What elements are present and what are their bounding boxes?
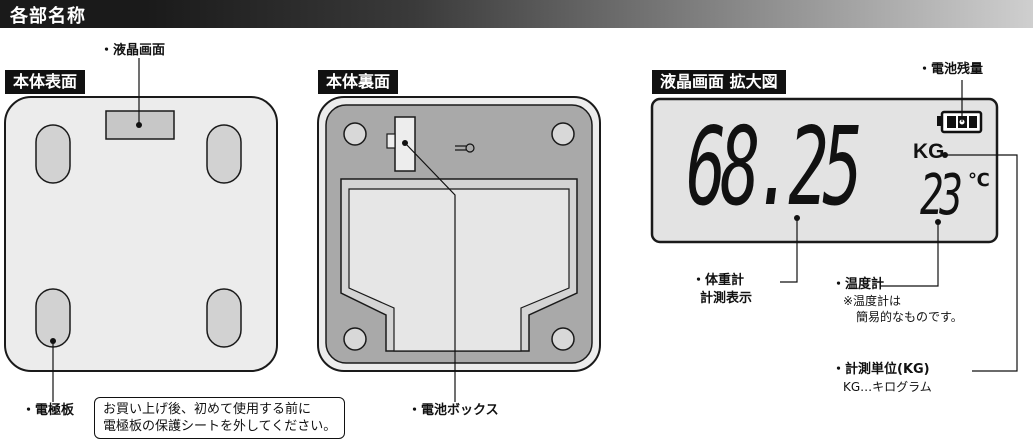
thermometer-note-2: 簡易的なものです。 [856,310,963,324]
thermometer-note-1: ※温度計は [843,294,902,308]
weight-display-label-2: 計測表示 [700,291,753,306]
front-scale-illustration [4,58,278,402]
weight-display-label: ・体重計 [692,273,745,288]
battery-level-label: ・電池残量 [918,62,984,77]
section-title: 各部名称 [10,6,86,27]
lcd-label: ・液晶画面 [100,43,166,58]
lcd-zoom-illustration [650,80,1018,372]
weight-readout: 68.25 [686,105,863,230]
thermometer-label: ・温度計 [832,277,885,292]
back-view-tab: 本体裏面 [318,70,399,94]
unit-display: KG [913,140,945,163]
protective-sheet-notice: お買い上げ後、初めて使用する前に 電極板の保護シートを外してください。 [94,397,346,439]
unit-label: ・計測単位(KG) [832,362,930,377]
electrode-top-left [35,124,71,184]
electrode-top-right [206,124,242,184]
unit-note: KG…キログラム [843,380,932,394]
temperature-unit: ℃ [968,170,990,191]
battery-box-label: ・電池ボックス [408,403,499,418]
lcd-zoom-tab: 液晶画面 拡大図 [652,70,786,94]
back-scale-illustration [317,96,601,402]
notice-line-1: お買い上げ後、初めて使用する前に [103,402,312,417]
front-view-tab: 本体表面 [5,70,86,94]
temperature-readout: 23 [920,163,963,228]
notice-line-2: 電極板の保護シートを外してください。 [103,419,337,434]
electrode-label: ・電極板 [22,403,75,418]
electrode-bottom-right [206,288,242,348]
section-header-band [0,0,1033,28]
